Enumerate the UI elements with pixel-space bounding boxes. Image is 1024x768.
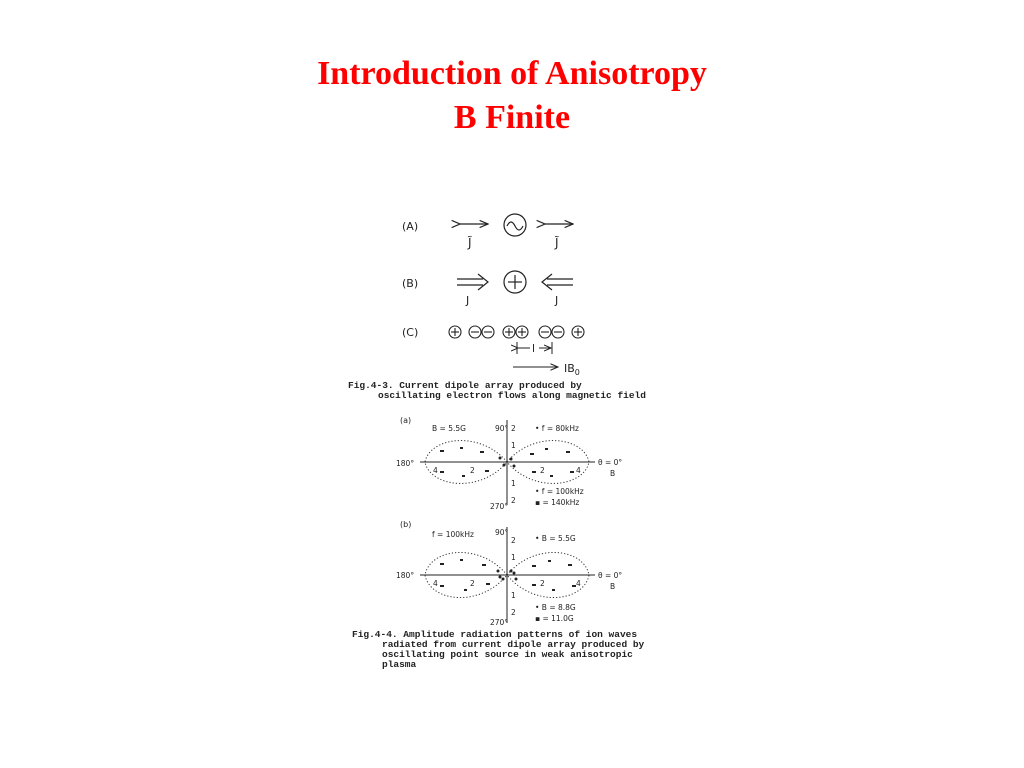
fig43-caption-line1: Fig.4-3. Current dipole array produced b… [348, 380, 582, 391]
row-b-label: (B) [402, 277, 418, 290]
j-right: J [554, 294, 558, 307]
panel-a-angle-90: 90° [495, 424, 509, 433]
fig44-caption-line2: radiated from current dipole array produ… [382, 639, 645, 650]
title-line-1: Introduction of Anisotropy [317, 55, 707, 92]
panel-b-tick-v-1: 2 [511, 536, 516, 545]
panel-a-legend-1: • f = 80kHz [535, 424, 579, 433]
panel-b-label: (b) [400, 520, 411, 529]
fig44-caption: Fig.4-4. Amplitude radiation patterns of… [352, 629, 645, 670]
panel-b-b-vector: B [610, 582, 615, 591]
spacing-l-label: l [532, 342, 535, 355]
b0-label: IB0 [564, 362, 580, 377]
panel-a-tick-v-3: 1 [511, 479, 516, 488]
panel-b-tick-v-2: 1 [511, 553, 516, 562]
double-line-arrow-right [457, 273, 489, 291]
title-line-2: B Finite [453, 99, 571, 136]
panel-b-angle-0: θ = 0° [598, 571, 622, 580]
oscillator-symbol [503, 213, 527, 237]
j-left: J [465, 294, 469, 307]
panel-a-data-marks [440, 447, 574, 477]
panel-b-tick-h-2: 2 [470, 579, 475, 588]
panel-a-label: (a) [400, 416, 411, 425]
row-c-label: (C) [402, 326, 418, 339]
panel-a-legend-3: ▪ = 140kHz [535, 498, 579, 507]
panel-b-tick-v-4: 2 [511, 608, 516, 617]
slide-title: Introduction of Anisotropy B Finite [0, 52, 1024, 140]
panel-b-param: f = 100kHz [432, 530, 474, 539]
panel-b-lobes [424, 551, 590, 599]
panel-b-legend-3: ▪ = 11.0G [535, 614, 574, 623]
panel-a-angle-180: 180° [396, 459, 414, 468]
panel-b-angle-270: 270° [490, 618, 508, 627]
panel-b-angle-90: 90° [495, 528, 509, 537]
panel-b-tick-v-3: 1 [511, 591, 516, 600]
j-tilde-left: J̃ [467, 236, 472, 250]
panel-b-angle-180: 180° [396, 571, 414, 580]
spacing-marker [517, 342, 553, 354]
row-a-label: (A) [402, 220, 418, 233]
panel-a-b-vector: B [610, 469, 615, 478]
panel-a-tick-v-4: 2 [511, 496, 516, 505]
fig43-caption-line2: oscillating electron flows along magneti… [378, 390, 646, 401]
fig44-caption-line4: plasma [382, 659, 417, 670]
panel-a-angle-0: θ = 0° [598, 458, 622, 467]
panel-a-tick-h-4: 4 [576, 466, 581, 475]
panel-b-tick-h-1: 4 [433, 579, 438, 588]
fig44-panel-b: (b) f = 100kHz 90° • B = 5.5G 180° θ = 0… [396, 520, 622, 627]
dipole-array [448, 325, 585, 339]
fig43-diagram: (A) J̃ J̃ (B) J J [348, 213, 646, 401]
plus-circle-source [503, 270, 527, 294]
double-line-arrow-left [541, 273, 573, 291]
panel-b-tick-h-4: 4 [576, 579, 581, 588]
panel-a-angle-270: 270° [490, 502, 508, 511]
panel-a-tick-h-3: 2 [540, 466, 545, 475]
panel-a-tick-v-1: 2 [511, 424, 516, 433]
j-tilde-right: J̃ [554, 236, 559, 250]
panel-b-tick-h-3: 2 [540, 579, 545, 588]
panel-b-legend-1: • B = 5.5G [535, 534, 576, 543]
panel-b-data-marks [440, 559, 576, 591]
panel-b-legend-2: • B = 8.8G [535, 603, 576, 612]
panel-a-tick-h-1: 4 [433, 466, 438, 475]
fig44-caption-line1: Fig.4-4. Amplitude radiation patterns of… [352, 629, 637, 640]
figure: (A) J̃ J̃ (B) J J [348, 213, 646, 670]
fig44-panel-a: (a) B = 5.5G 90° • f = 80kHz 180° θ = 0°… [396, 416, 622, 511]
panel-a-tick-h-2: 2 [470, 466, 475, 475]
fig44-caption-line3: oscillating point source in weak anisotr… [382, 649, 633, 660]
panel-a-tick-v-2: 1 [511, 441, 516, 450]
panel-a-legend-2: • f = 100kHz [535, 487, 584, 496]
panel-a-param: B = 5.5G [432, 424, 466, 433]
